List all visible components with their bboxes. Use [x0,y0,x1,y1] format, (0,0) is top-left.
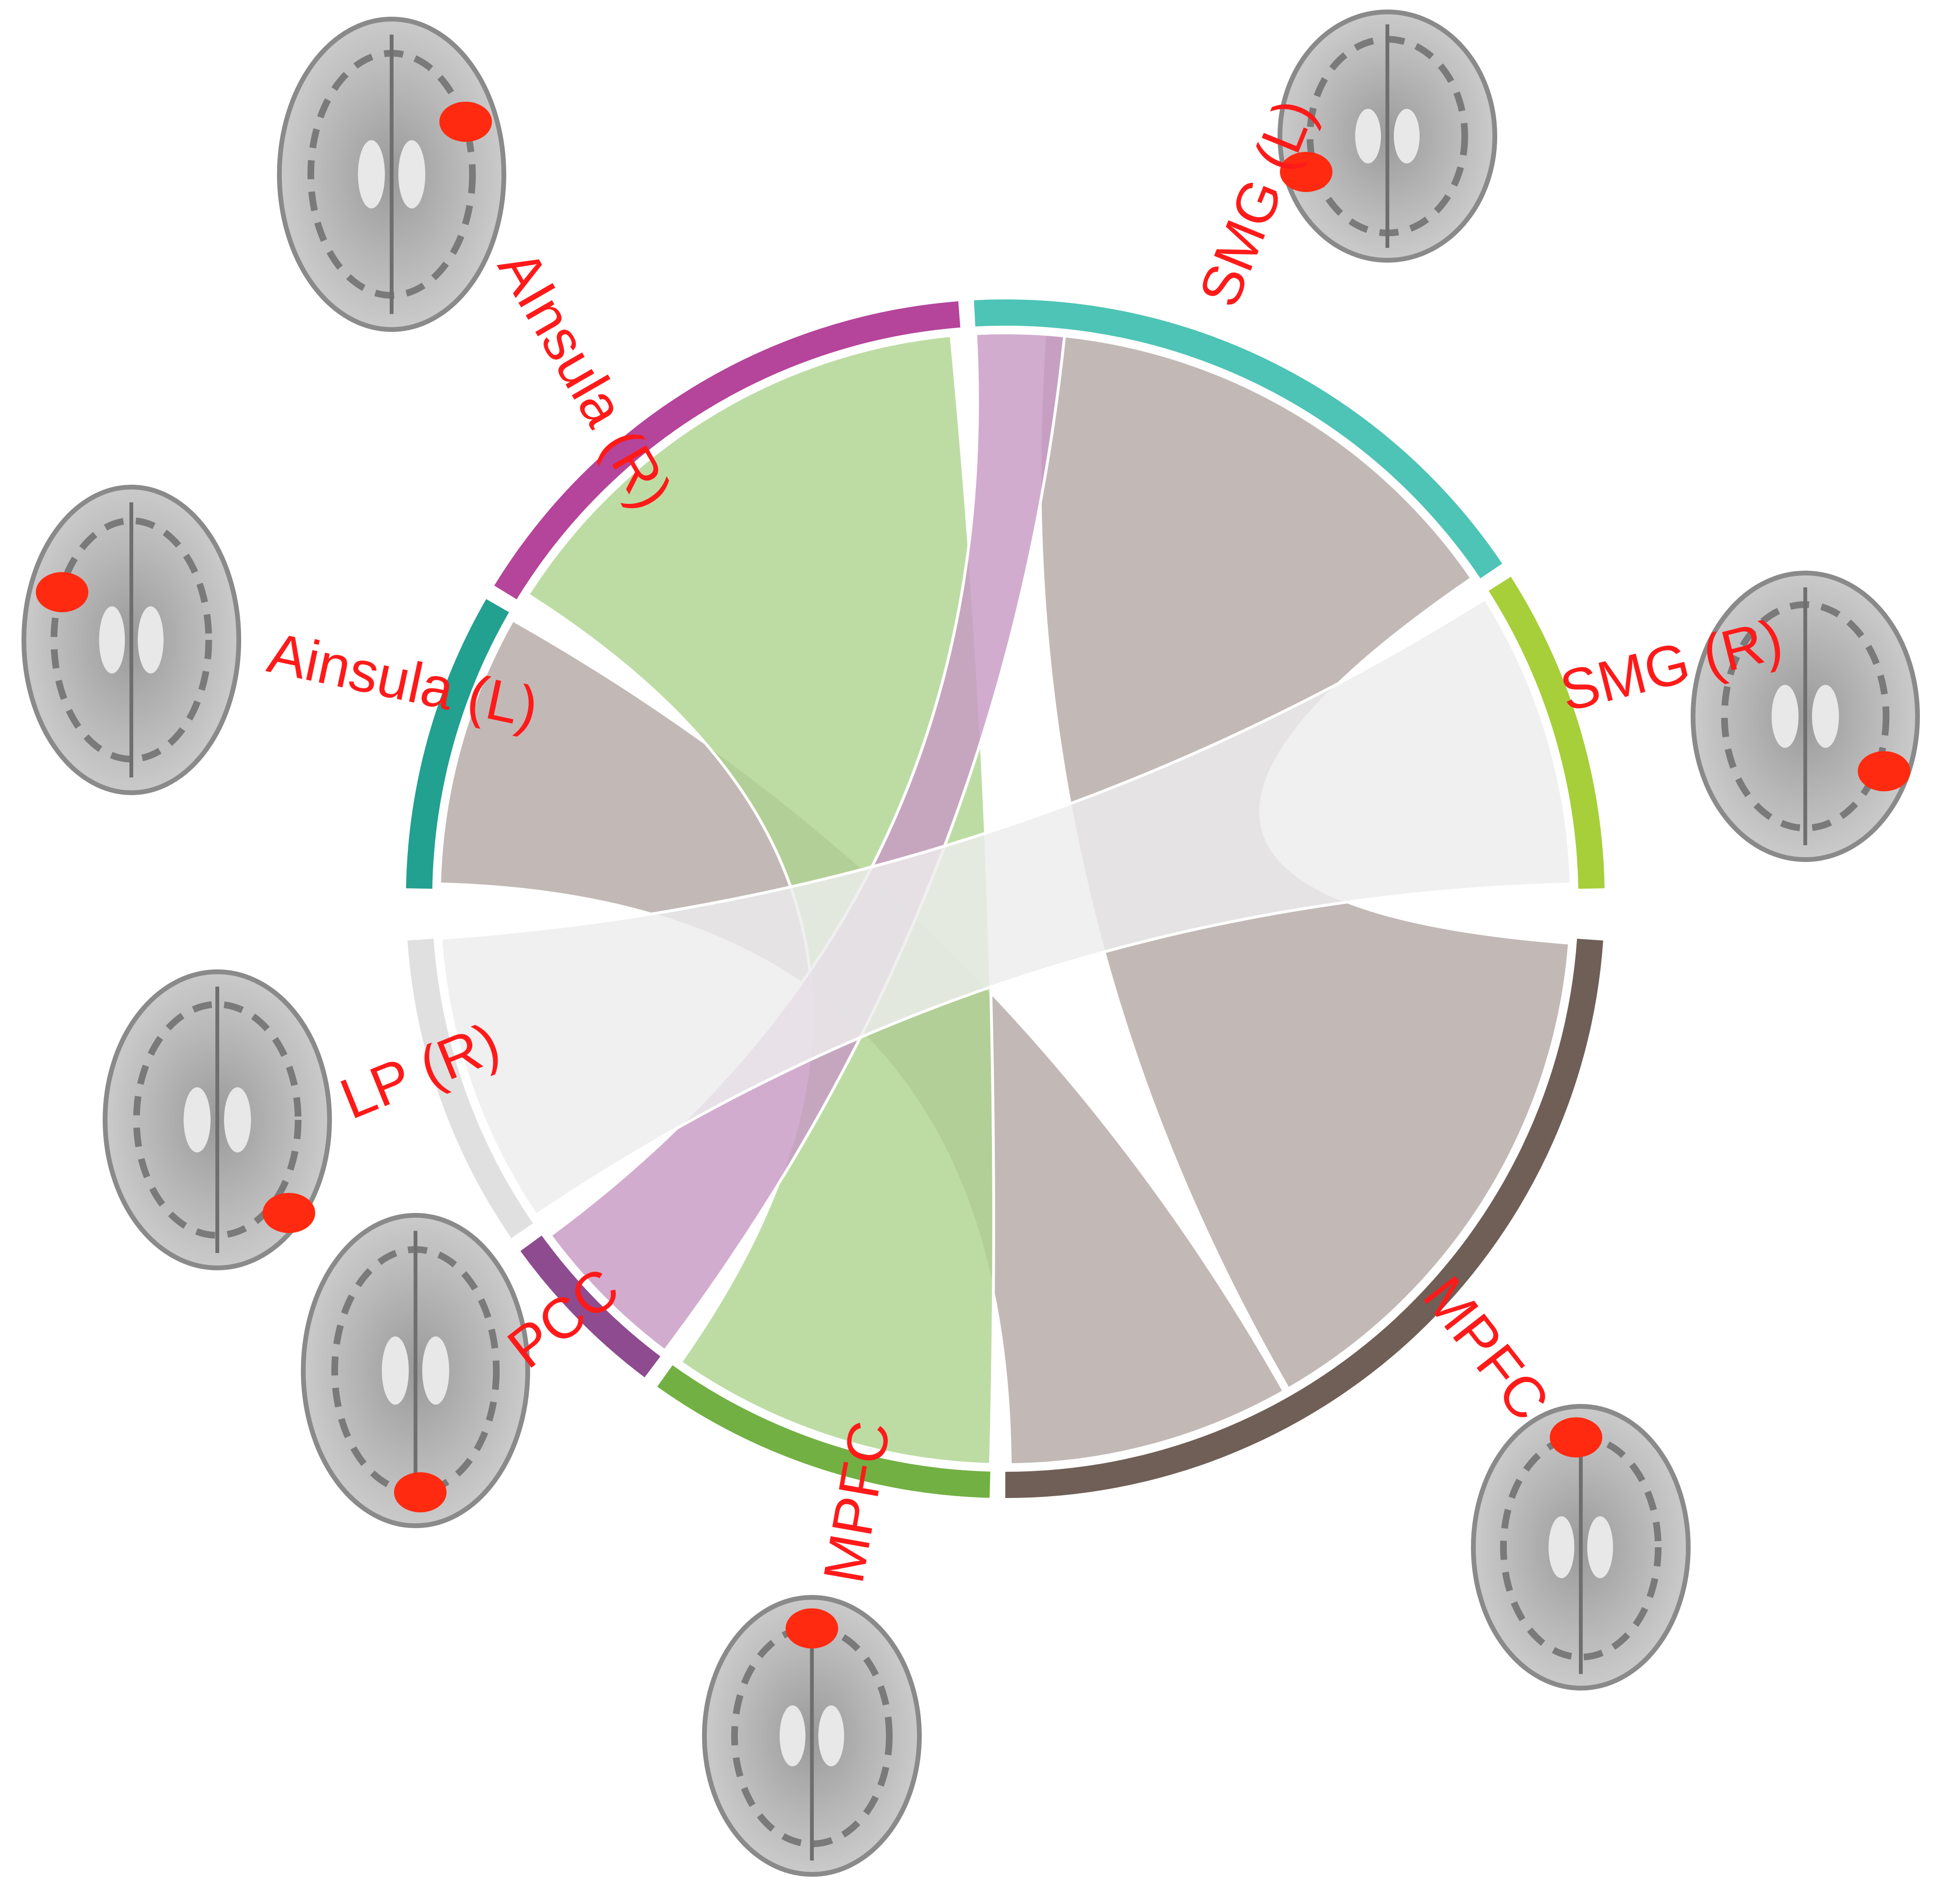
arc-ainsula_r [494,301,960,599]
roi-marker [263,1193,315,1233]
roi-marker [1280,152,1332,192]
roi-marker [1550,1417,1602,1457]
brain-ventricle-left [99,606,125,674]
brain-ventricle-right [818,1705,844,1766]
arc-lp_r [407,938,533,1238]
brain-slice-images [21,10,1920,1877]
arc-pcc [520,1235,660,1378]
brain-ventricle-left [382,1336,409,1405]
arc-mpfc_bottom [657,1365,991,1498]
brain-slice-pcc [301,1213,530,1528]
brain-ventricle-left [1548,1516,1575,1578]
brain-ventricle-left [1771,685,1799,748]
brain-slice-ainsula_r [277,17,506,332]
brain-ventricle-right [1812,685,1839,748]
label-mpfc-right: MPFC [1411,1265,1562,1432]
arc-mpfc_right [1005,938,1603,1498]
brain-ventricle-right [1587,1516,1613,1578]
brain-ventricle-right [422,1336,449,1405]
brain-slice-smg_l [1278,10,1497,263]
ribbon-smg_l-pcc [548,331,1066,1353]
roi-marker [439,102,492,142]
brain-ventricle-left [1355,108,1381,164]
brain-slice-smg_r [1691,571,1920,862]
brain-cortex [133,1001,302,1239]
roi-marker [36,572,88,612]
brain-cortex [51,517,212,763]
brain-ventricle-right [138,606,164,674]
brain-ventricle-right [398,140,426,209]
ribbons [438,331,1573,1467]
brain-ventricle-right [1394,108,1420,164]
roi-marker [394,1472,447,1512]
brain-slice-lp_r [103,969,332,1270]
roi-marker [786,1608,838,1648]
brain-slice-mpfc_right [1471,1404,1691,1690]
brain-ventricle-left [779,1705,806,1766]
segment-arcs [406,299,1605,1498]
arc-ainsula_l [406,599,509,889]
arc-smg_l [974,299,1502,578]
brain-cortex [731,1624,893,1848]
label-mpfc-bottom: MPFC [811,1416,903,1587]
arc-smg_r [1489,576,1605,889]
roi-marker [1858,751,1910,791]
brain-ventricle-left [358,140,385,209]
ribbon-smg_l-mpfc_right [1038,332,1571,1391]
brain-slice-ainsula_l [21,485,241,795]
brain-slice-mpfc_bottom [702,1595,922,1877]
brain-ventricle-left [183,1087,211,1153]
brain-ventricle-right [224,1087,251,1153]
ribbon-smg_r-lp_r [439,596,1573,1217]
